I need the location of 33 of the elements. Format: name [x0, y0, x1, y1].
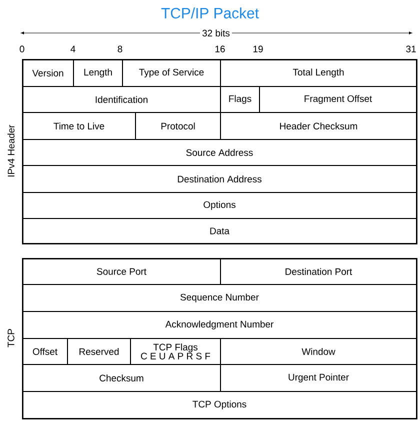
table-cell: Destination Address	[22, 165, 417, 193]
table-cell: TCP Flags C E U A P R S F	[130, 338, 221, 365]
dimension-label: 32 bits	[200, 28, 232, 38]
table-cell: Urgent Pointer	[220, 364, 417, 392]
table-cell: Type of Service	[122, 59, 221, 87]
table-cell: TCP Options	[22, 391, 417, 419]
table-cell: Version	[22, 59, 74, 87]
table-cell: Identification	[22, 86, 221, 113]
table-cell: Total Length	[220, 59, 417, 87]
table-cell: Sequence Number	[22, 284, 417, 312]
bit-number: 0	[20, 46, 24, 52]
bit-number: 4	[70, 46, 76, 52]
table-cell: Options	[22, 192, 417, 219]
table-cell: Offset	[22, 338, 68, 365]
table-cell: Protocol	[135, 112, 221, 140]
table-cell: Acknowledgment Number	[22, 311, 417, 339]
bit-number: 16	[215, 46, 225, 52]
table-cell: Window	[220, 338, 417, 365]
table-cell: Flags	[220, 86, 260, 113]
table-cell: Reserved	[67, 338, 131, 365]
node-label: TCP	[8, 329, 14, 348]
table-cell: Time to Live	[22, 112, 136, 140]
title: TCP/IP Packet	[161, 8, 259, 18]
table-cell: Header Checksum	[220, 112, 417, 140]
table-cell: Checksum	[22, 364, 221, 392]
table-cell: Data	[22, 218, 417, 244]
bit-number: 8	[118, 46, 122, 52]
node-label: IPv4 Header	[8, 124, 14, 176]
table-cell: Length	[73, 59, 123, 87]
table-cell: Destination Port	[220, 258, 417, 285]
table-cell: Fragment Offset	[259, 86, 417, 113]
table-cell: Source Address	[22, 139, 417, 166]
table-cell: Source Port	[22, 258, 221, 285]
